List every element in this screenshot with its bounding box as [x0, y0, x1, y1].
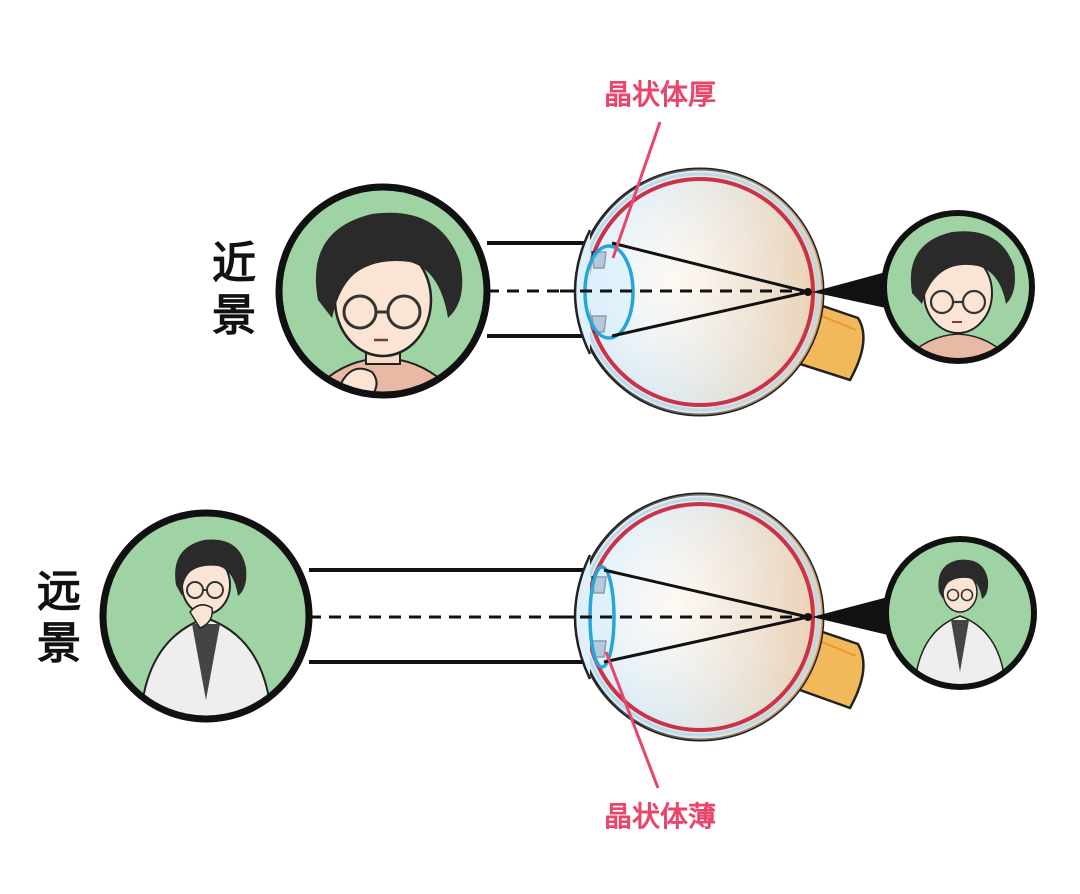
far-object-portrait: [99, 509, 313, 723]
near-rays-inside-eye: [560, 241, 809, 338]
near-focal-point: [804, 288, 812, 296]
far-label-char-1: 远: [37, 566, 81, 617]
near-row: 近 景: [212, 78, 1035, 417]
far-image-pointer: [812, 597, 888, 635]
far-focal-point: [804, 613, 812, 621]
far-label-char-2: 景: [37, 618, 81, 669]
thick-lens-annotation: 晶状体厚: [604, 78, 716, 111]
thin-lens-leader-line: [604, 651, 660, 789]
far-rays-inside-eye: [560, 568, 809, 664]
thick-lens-leader-line: [611, 121, 662, 259]
far-retina-image: [883, 536, 1037, 690]
near-label-char-2: 景: [212, 290, 256, 341]
near-label-char-1: 近: [212, 238, 256, 289]
near-object-portrait: [275, 183, 491, 399]
thin-lens-annotation: 晶状体薄: [604, 800, 716, 833]
near-image-pointer: [812, 272, 886, 308]
far-row: 远 景: [37, 492, 1037, 833]
near-retina-image: [881, 210, 1035, 364]
person-icon: [896, 231, 1020, 361]
person-icon: [913, 559, 1007, 687]
person-icon: [138, 539, 274, 719]
